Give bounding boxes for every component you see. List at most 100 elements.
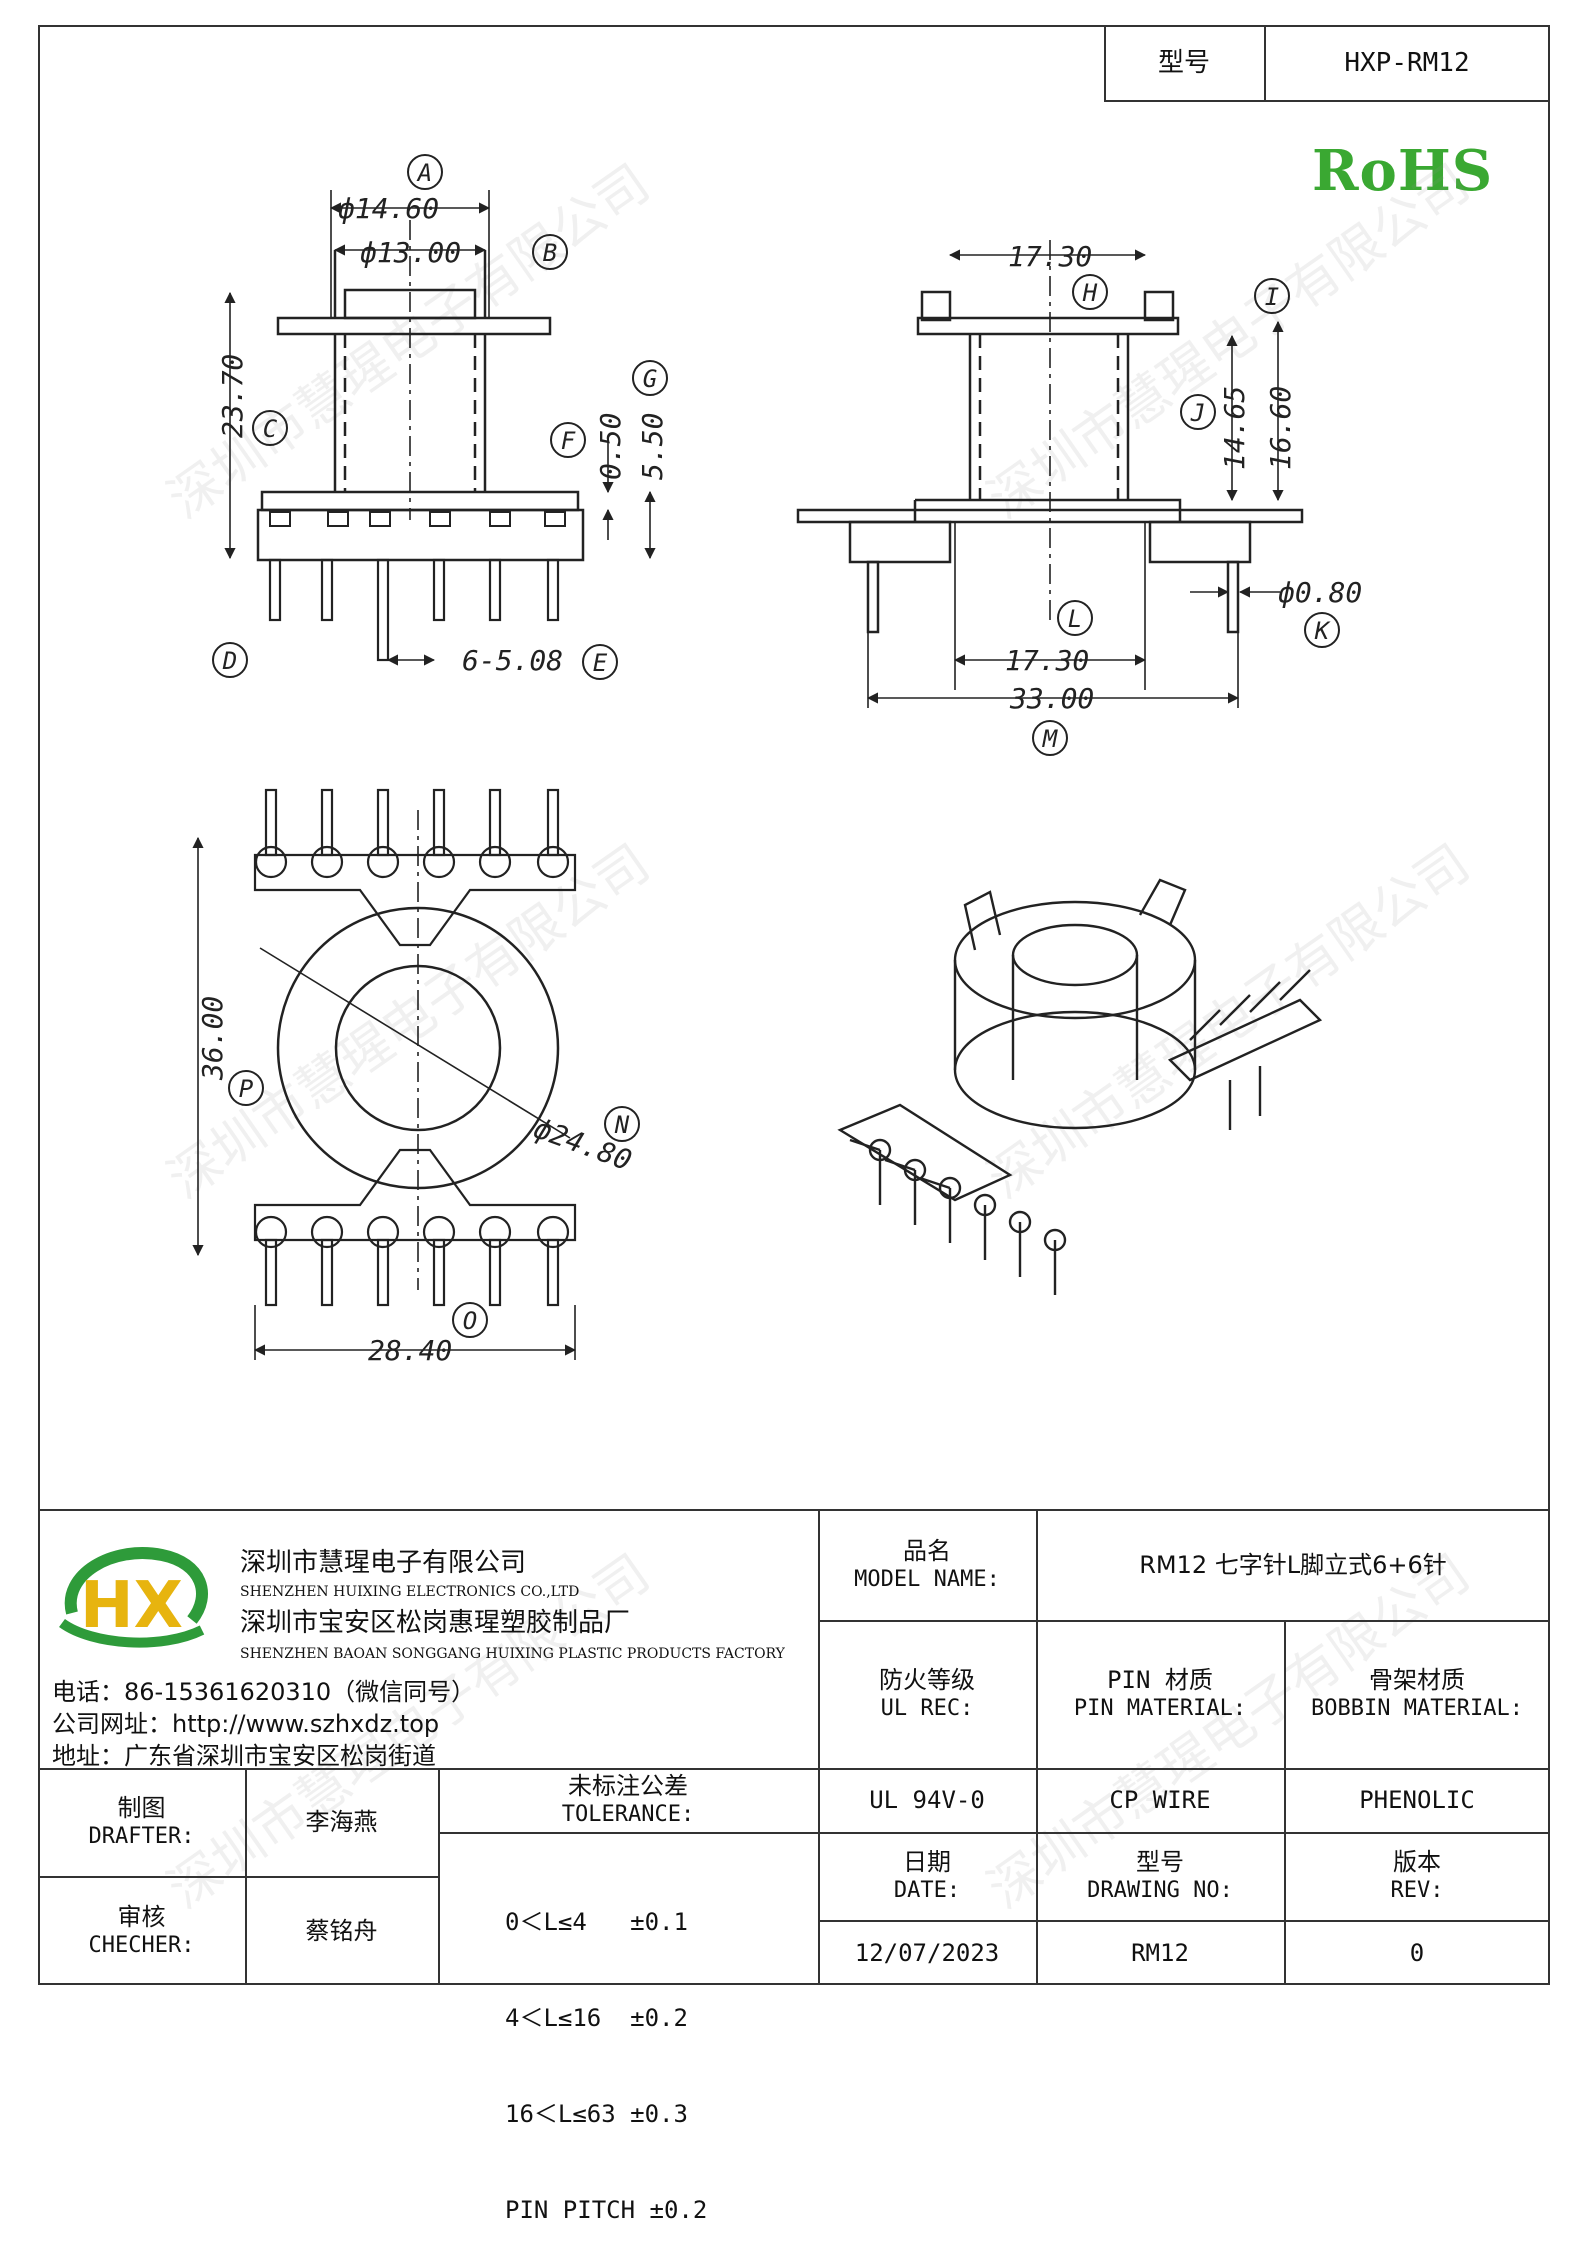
- drawing-no-value: RM12: [1131, 1938, 1189, 1967]
- drafter-cn: 制图: [117, 1794, 166, 1823]
- title-divider: [1104, 100, 1550, 102]
- company-name-en: SHENZHEN HUIXING ELECTRONICS CO.,LTD: [240, 1584, 580, 1600]
- technical-drawing: ф14.60 A ф13.00 B 23.70 C 0.50 F 5.50 G …: [192, 154, 1362, 1367]
- dim-i-label: I: [1265, 283, 1279, 311]
- dim-f-value: 0.50: [594, 413, 627, 480]
- model-name-header: 品名 MODEL NAME:: [818, 1509, 1036, 1620]
- dim-m-label: M: [1042, 725, 1059, 753]
- title-divider: [1104, 25, 1106, 101]
- model-name-en: MODEL NAME:: [854, 1566, 1000, 1592]
- drawing-no-cn: 型号: [1136, 1848, 1184, 1877]
- dim-h-value: 17.30: [1008, 240, 1092, 273]
- rev-value: 0: [1409, 1938, 1425, 1967]
- tolerance-cn: 未标注公差: [568, 1772, 688, 1801]
- bobbin-material-value: PHENOLIC: [1359, 1786, 1475, 1814]
- dim-c-value: 23.70: [216, 354, 249, 438]
- front-view: ф14.60 A ф13.00 B 23.70 C 0.50 F 5.50 G …: [212, 154, 669, 680]
- dim-g-value: 5.50: [636, 413, 669, 480]
- dim-e-value: 6-5.08: [462, 644, 563, 677]
- dim-k-label: K: [1314, 617, 1331, 645]
- company-phone: 电话：86-15361620310（微信同号）: [52, 1678, 476, 1706]
- checker-name: 蔡铭舟: [305, 1916, 378, 1945]
- pin-material-value: CP WIRE: [1109, 1786, 1211, 1814]
- bobbin-material-en: BOBBIN MATERIAL:: [1311, 1696, 1523, 1722]
- dim-o-label: O: [463, 1307, 477, 1335]
- model-name-cn: 品名: [903, 1536, 951, 1565]
- fire-rating-cn: 防火等级: [879, 1666, 975, 1695]
- dim-k-value: ф0.80: [1278, 576, 1362, 609]
- checker-cn: 审核: [117, 1902, 166, 1931]
- dim-p-label: P: [239, 1075, 254, 1103]
- dim-f-label: F: [561, 427, 576, 455]
- factory-name-cn: 深圳市宝安区松岗惠瑆塑胶制品厂: [240, 1608, 631, 1638]
- dim-c-label: C: [263, 415, 278, 443]
- block-divider: [245, 1768, 247, 1985]
- dim-g-label: G: [643, 365, 657, 393]
- block-top-border: [38, 1509, 1550, 1511]
- checker-en: CHECHER:: [88, 1932, 195, 1958]
- company-address: 地址：广东省深圳市宝安区松岗街道: [52, 1742, 436, 1770]
- date-header: 日期 DATE:: [818, 1832, 1036, 1920]
- dim-h-label: H: [1082, 279, 1098, 307]
- block-divider: [1284, 1620, 1286, 1985]
- company-website[interactable]: 公司网址：http://www.szhxdz.top: [52, 1710, 440, 1738]
- block-divider: [438, 1768, 440, 1985]
- bobbin-material-header: 骨架材质 BOBBIN MATERIAL:: [1284, 1620, 1550, 1768]
- bottom-view: 36.00 P ф24.80 N 28.40 O: [192, 788, 640, 1367]
- model-value: HXP-RM12: [1344, 48, 1470, 79]
- block-divider: [1036, 1509, 1038, 1985]
- dim-d-label: D: [222, 647, 237, 675]
- pin-material-cn: PIN 材质: [1107, 1666, 1213, 1695]
- drafter-header: 制图 DRAFTER:: [38, 1768, 245, 1876]
- date-value: 12/07/2023: [854, 1938, 1000, 1967]
- company-logo: HX: [52, 1535, 217, 1655]
- company-name-cn: 深圳市慧瑆电子有限公司: [240, 1548, 527, 1578]
- rev-header: 版本 REV:: [1284, 1832, 1550, 1920]
- tolerance-row: 16＜L≤63 ±0.3: [505, 2100, 688, 2128]
- date-cn: 日期: [903, 1848, 951, 1877]
- checker-header: 审核 CHECHER:: [38, 1876, 245, 1985]
- dim-a-value: ф14.60: [338, 192, 439, 225]
- block-divider: [818, 1832, 1550, 1834]
- block-divider: [438, 1832, 818, 1834]
- dim-j-value: 14.65: [1218, 386, 1251, 470]
- isometric-view: [837, 878, 1323, 1295]
- drafter-name: 李海燕: [305, 1808, 378, 1836]
- fire-rating-value: UL 94V-0: [869, 1786, 985, 1814]
- tolerance-list: 0＜L≤4 ±0.1 4＜L≤16 ±0.2 16＜L≤63 ±0.3 PIN …: [505, 1842, 707, 2258]
- bobbin-material-cn: 骨架材质: [1369, 1666, 1465, 1695]
- dim-p-value: 36.00: [196, 996, 229, 1081]
- fire-rating-en: UL REC:: [880, 1696, 974, 1722]
- title-divider: [1264, 25, 1266, 101]
- tolerance-row: 0＜L≤4 ±0.1: [505, 1908, 688, 1936]
- logo-text: HX: [80, 1569, 183, 1643]
- model-name-value: RM12 七字针L脚立式6+6针: [1139, 1550, 1447, 1579]
- rev-cn: 版本: [1393, 1848, 1441, 1877]
- dim-l-label: L: [1068, 605, 1082, 633]
- drafter-en: DRAFTER:: [88, 1824, 195, 1850]
- dim-b-value: ф13.00: [360, 236, 461, 269]
- tolerance-header: 未标注公差 TOLERANCE:: [438, 1768, 818, 1832]
- block-divider: [818, 1620, 1550, 1622]
- tolerance-row: PIN PITCH ±0.2: [505, 2196, 708, 2224]
- rev-en: REV:: [1390, 1878, 1444, 1904]
- dim-l-value: 17.30: [1005, 644, 1089, 677]
- dim-m-value: 33.00: [1009, 682, 1094, 715]
- dim-o-value: 28.40: [368, 1334, 452, 1367]
- tolerance-en: TOLERANCE:: [561, 1802, 695, 1828]
- block-divider: [38, 1768, 1550, 1770]
- factory-name-en: SHENZHEN BAOAN SONGGANG HUIXING PLASTIC …: [240, 1646, 785, 1662]
- block-divider: [38, 1876, 438, 1878]
- block-divider: [818, 1509, 820, 1985]
- side-view: 17.30 H I 14.65 J 16.60 ф0.80 K L 17.30 …: [796, 240, 1362, 756]
- fire-rating-header: 防火等级 UL REC:: [818, 1620, 1036, 1768]
- block-divider: [818, 1920, 1550, 1922]
- pin-material-en: PIN MATERIAL:: [1073, 1696, 1247, 1722]
- dim-16-60-value: 16.60: [1264, 386, 1297, 470]
- dim-j-label: J: [1190, 399, 1205, 427]
- tolerance-row: 4＜L≤16 ±0.2: [505, 2004, 688, 2032]
- dim-n-label: N: [614, 1111, 630, 1139]
- dim-a-label: A: [416, 159, 432, 187]
- date-en: DATE:: [893, 1878, 961, 1904]
- drawing-no-header: 型号 DRAWING NO:: [1036, 1832, 1284, 1920]
